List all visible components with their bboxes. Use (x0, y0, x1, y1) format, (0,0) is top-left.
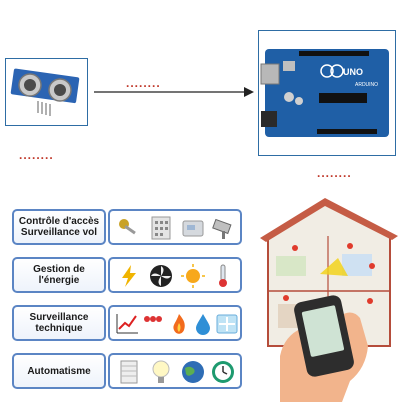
category-icons-box (108, 353, 242, 389)
blinds-icon (120, 360, 138, 384)
category-label: Automatisme (12, 353, 106, 389)
category-label: Contrôle d'accès Surveillance vol (12, 209, 106, 245)
category-label: Gestion de l'énergie (12, 257, 106, 293)
category-icons-box (108, 305, 242, 341)
arduino-brand-label: ARDUINO (355, 82, 378, 88)
category-icons-box (108, 209, 242, 245)
card-reader-icon (182, 220, 204, 237)
arduino-board-image: UNO ARDUINO (260, 49, 389, 137)
lightning-icon (122, 265, 136, 287)
camera-icon (212, 218, 232, 239)
fan-icon (150, 265, 172, 287)
category-automation: Automatisme (8, 352, 244, 390)
category-access-control: Contrôle d'accès Surveillance vol (8, 208, 244, 246)
category-technical-monitoring: Surveillance technique (8, 304, 244, 342)
category-energy: Gestion de l'énergie (8, 256, 244, 294)
clock-icon (212, 361, 234, 383)
arduino-frame: UNO ARDUINO (258, 30, 396, 156)
sensor-frame (5, 58, 88, 126)
keypad-icon (151, 216, 171, 240)
thermometer-icon (219, 264, 227, 287)
ultrasonic-sensor-image (10, 68, 80, 116)
placeholder-top: ........ (126, 76, 161, 90)
key-icon (119, 219, 136, 235)
placeholder-right: ........ (317, 166, 352, 180)
arduino-model-label: UNO (343, 67, 363, 77)
lightbulb-icon (152, 360, 170, 383)
category-label: Surveillance technique (12, 305, 106, 341)
flow-arrow (94, 87, 254, 97)
placeholder-left: ........ (19, 148, 54, 162)
sun-icon (181, 264, 205, 288)
smart-home-illustration (260, 198, 398, 402)
flame-icon (173, 314, 185, 334)
detector-icon (144, 316, 162, 322)
category-icons-box (108, 257, 242, 293)
ice-icon (216, 314, 238, 334)
water-drop-icon (196, 314, 210, 335)
globe-icon (182, 361, 204, 383)
graph-icon (116, 314, 138, 334)
